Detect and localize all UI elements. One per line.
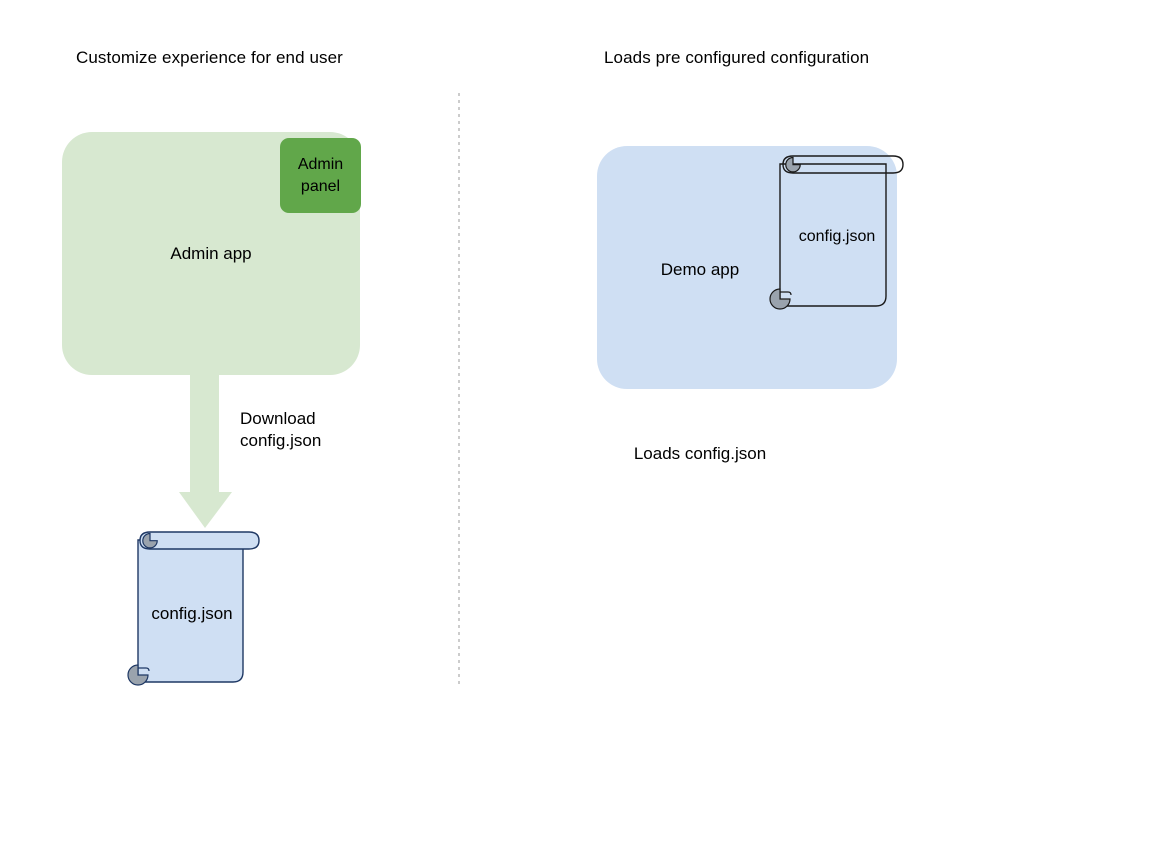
admin-app-label: Admin app xyxy=(170,244,252,263)
left-document-bottom-curl xyxy=(127,664,149,686)
loads-config-caption: Loads config.json xyxy=(633,444,767,463)
download-arrow xyxy=(179,374,232,528)
left-document-body xyxy=(137,539,244,683)
right-document-bottom-curl xyxy=(769,288,791,310)
admin-panel-box[interactable] xyxy=(280,138,361,213)
demo-app-label: Demo app xyxy=(660,260,740,279)
right-document-top-curl xyxy=(785,156,801,173)
right-document-label: config.json xyxy=(798,228,876,245)
admin-panel-label: Admin panel xyxy=(297,156,344,195)
left-panel-header: Customize experience for end user xyxy=(76,48,343,67)
demo-app-box[interactable] xyxy=(597,146,897,389)
left-document-label: config.json xyxy=(151,604,233,623)
download-arrow-label: Download config.json xyxy=(240,409,322,450)
right-document-body xyxy=(779,163,887,307)
right-panel-header: Loads pre configured configuration xyxy=(604,48,870,67)
right-document-bottom-curl-line xyxy=(780,291,792,296)
left-document-top-roll xyxy=(139,531,260,550)
left-document-bottom-curl-line xyxy=(138,667,150,672)
right-document-top-roll xyxy=(782,155,904,174)
left-document-top-curl xyxy=(142,532,158,549)
